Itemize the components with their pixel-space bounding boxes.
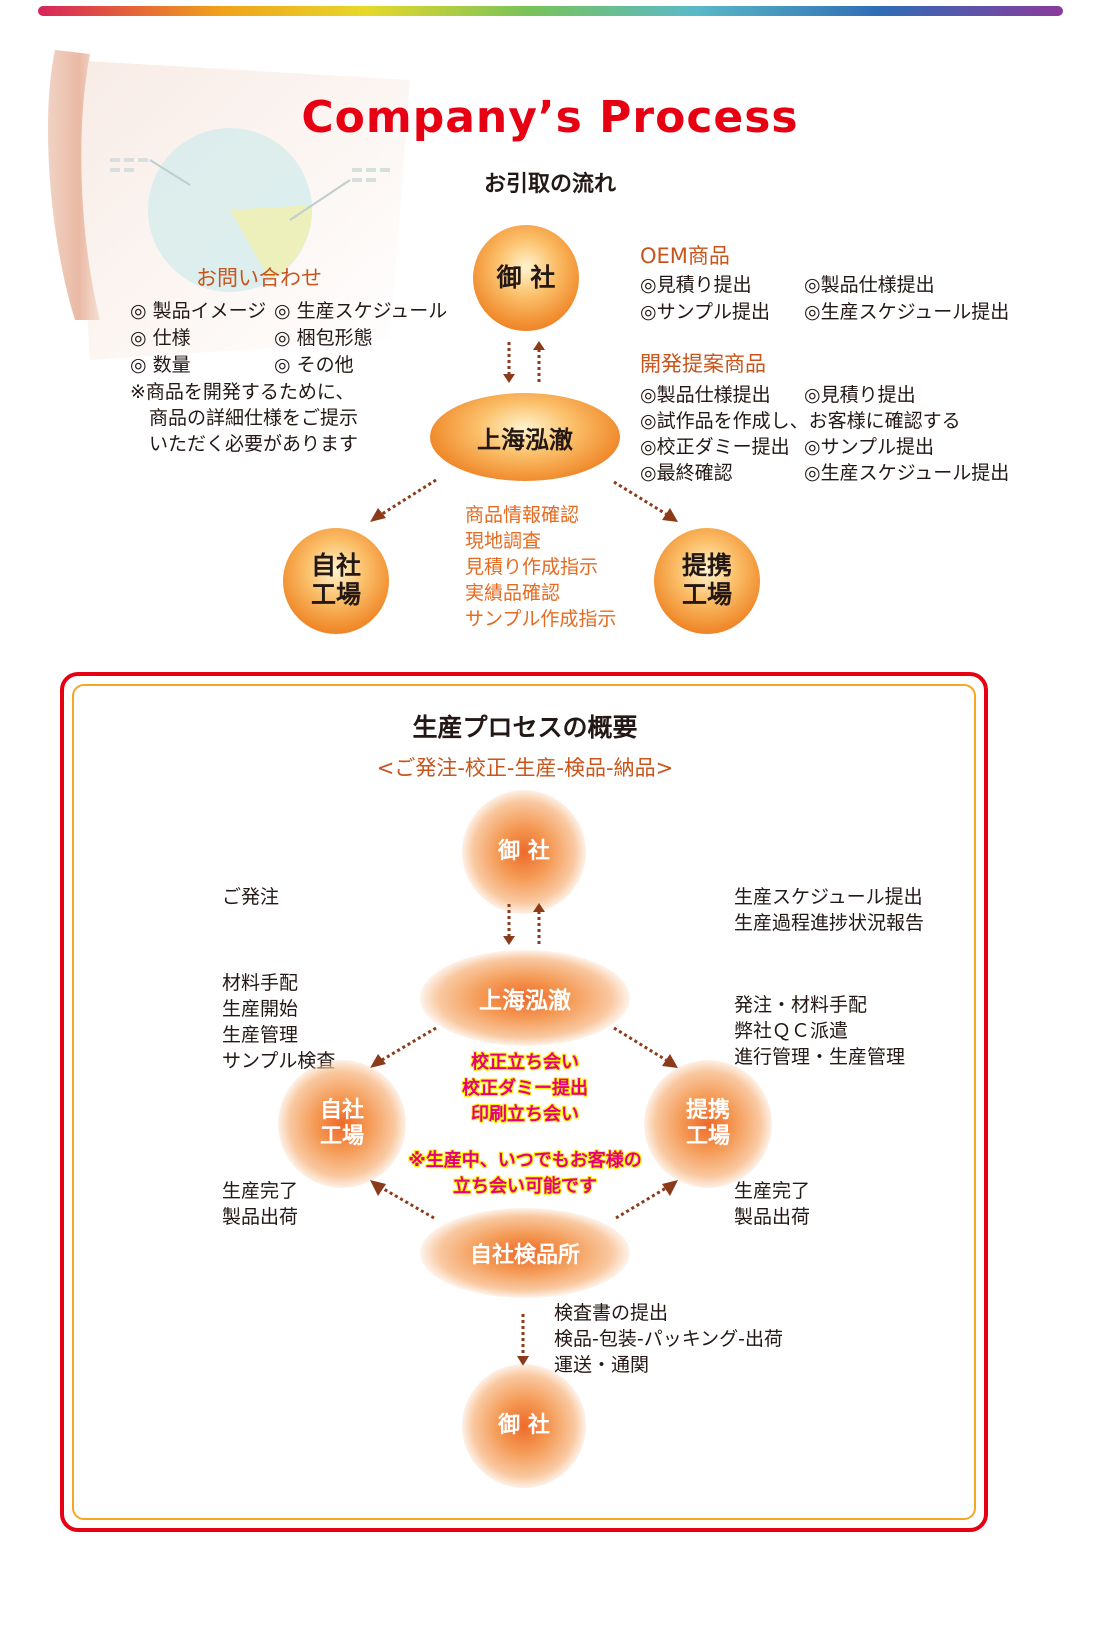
- center-pink-item: 校正ダミー提出: [462, 1078, 588, 1099]
- schedule-label: 生産スケジュール提出: [734, 886, 923, 908]
- page-subtitle: お引取の流れ: [483, 172, 616, 197]
- right-production-item: 進行管理・生産管理: [734, 1046, 906, 1068]
- center-task: 見積り作成指示: [465, 556, 599, 578]
- node-inspection: 自社検品所: [420, 1208, 630, 1298]
- center-pink-item: 校正立ち会い: [471, 1052, 579, 1073]
- right-done-item: 製品出荷: [734, 1206, 811, 1228]
- right-production-item: 発注・材料手配: [734, 994, 868, 1016]
- inquiry-item: ◎ 生産スケジュール: [274, 300, 448, 322]
- page-title: Company’s Process: [301, 92, 799, 143]
- node-shanghai: 上海泓澈: [430, 393, 620, 481]
- paper-chart-illustration: [47, 50, 410, 360]
- dev-item: ◎校正ダミー提出: [640, 436, 790, 458]
- center-note: 立ち会い可能です: [453, 1176, 597, 1197]
- node-own-factory: 自社工場: [283, 528, 389, 634]
- center-task: 現地調査: [465, 530, 542, 552]
- right-done-item: 生産完了: [734, 1180, 811, 1202]
- oem-heading: OEM商品: [640, 244, 730, 268]
- process-heading: 生産プロセスの概要: [412, 713, 638, 742]
- rainbow-bar: [38, 6, 1063, 16]
- inquiry-note: ※商品を開発するために、: [130, 381, 355, 403]
- node-client: 御 社: [473, 225, 579, 331]
- left-production-item: 材料手配: [222, 972, 299, 994]
- left-production-item: 生産管理: [222, 1024, 299, 1046]
- inquiry-item: ◎ 数量: [130, 354, 191, 376]
- left-done-item: 生産完了: [222, 1180, 299, 1202]
- oem-item: ◎製品仕様提出: [804, 274, 935, 296]
- dev-item: ◎試作品を作成し、お客様に確認する: [640, 410, 961, 432]
- left-production-item: サンプル検査: [222, 1050, 336, 1072]
- node-own-factory-bottom: 自社工場: [278, 1060, 406, 1188]
- arrow-diagonal-up-icon: [370, 1180, 678, 1220]
- ship-item: 検品-包装-パッキング-出荷: [554, 1328, 783, 1350]
- dev-item: ◎最終確認: [640, 462, 733, 484]
- inquiry-item: ◎ 梱包形態: [274, 327, 373, 349]
- center-note: ※生産中、いつでもお客様の: [408, 1150, 642, 1171]
- left-done-item: 製品出荷: [222, 1206, 299, 1228]
- oem-item: ◎見積り提出: [640, 274, 752, 296]
- process-subheading: <ご発注-校正-生産-検品-納品>: [376, 756, 674, 780]
- ship-item: 検査書の提出: [554, 1302, 669, 1324]
- process-frame-outer: [60, 672, 988, 1532]
- arrow-diagonal-icon: [370, 478, 678, 522]
- center-pink-item: 印刷立ち会い: [471, 1104, 579, 1125]
- dev-item: ◎見積り提出: [804, 384, 916, 406]
- dev-item: ◎生産スケジュール提出: [804, 462, 1010, 484]
- inquiry-note: 商品の詳細仕様をご提示: [130, 407, 359, 429]
- center-task: 商品情報確認: [465, 504, 580, 526]
- dev-item: ◎サンプル提出: [804, 436, 935, 458]
- dev-heading: 開発提案商品: [640, 352, 766, 376]
- process-frame-inner: [72, 684, 976, 1520]
- order-label: ご発注: [222, 886, 280, 908]
- inquiry-note: いただく必要があります: [130, 433, 359, 455]
- node-client-top: 御 社: [462, 790, 586, 914]
- oem-item: ◎サンプル提出: [640, 301, 771, 323]
- oem-item: ◎生産スケジュール提出: [804, 301, 1010, 323]
- arrow-down-up-icon: [503, 903, 545, 945]
- arrow-down-icon: [517, 1314, 529, 1366]
- inquiry-item: ◎ 製品イメージ: [130, 300, 267, 322]
- ship-item: 運送・通関: [554, 1354, 650, 1376]
- arrow-diagonal-icon: [370, 1026, 678, 1068]
- node-client-bottom: 御 社: [462, 1364, 586, 1488]
- node-shanghai-bottom: 上海泓澈: [420, 950, 630, 1046]
- left-production-item: 生産開始: [222, 998, 299, 1020]
- arrow-down-up-icon: [503, 341, 545, 383]
- dev-item: ◎製品仕様提出: [640, 384, 771, 406]
- node-partner-factory: 提携工場: [654, 528, 760, 634]
- node-partner-factory-bottom: 提携工場: [644, 1060, 772, 1188]
- schedule-label: 生産過程進捗状況報告: [734, 912, 925, 934]
- right-production-item: 弊社ＱＣ派遣: [734, 1020, 849, 1042]
- inquiry-item: ◎ 仕様: [130, 327, 191, 349]
- center-task: サンプル作成指示: [465, 608, 617, 630]
- inquiry-heading: お問い合わせ: [196, 266, 322, 290]
- center-task: 実績品確認: [465, 582, 561, 604]
- inquiry-item: ◎ その他: [274, 354, 354, 376]
